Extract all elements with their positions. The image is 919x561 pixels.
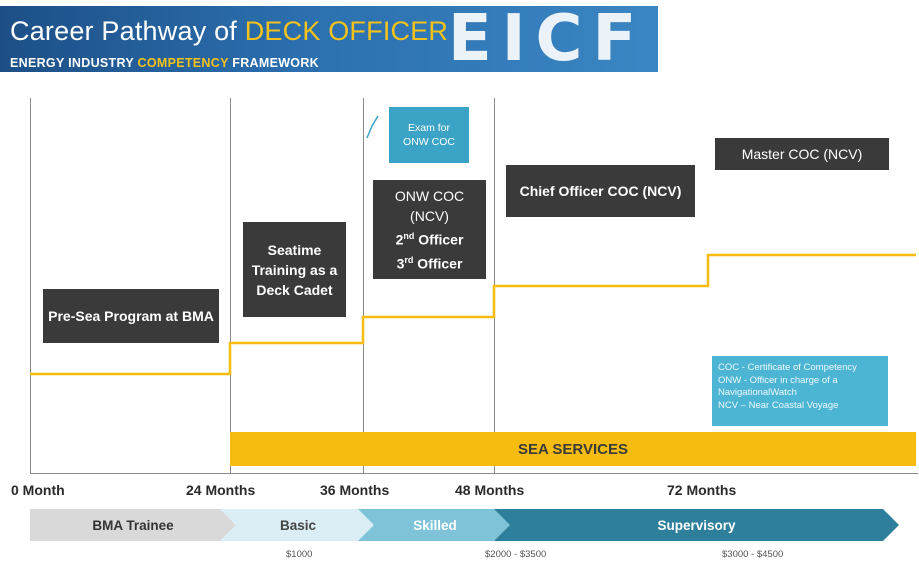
salary-basic: $1000 <box>286 549 313 560</box>
exam-label: Exam for ONW COC <box>403 122 455 148</box>
salary-skilled: $2000 - $3500 <box>485 549 547 560</box>
salary-supervisory: $3000 - $4500 <box>722 549 784 560</box>
pathway-step-polyline <box>30 253 916 376</box>
legend-onw: ONW - Officer in charge of a <box>718 374 838 386</box>
level-bma-trainee: BMA Trainee <box>30 509 236 541</box>
title-prefix: Career Pathway of <box>10 16 245 46</box>
month-label-48: 48 Months <box>455 482 525 498</box>
timeline-divider-0 <box>30 98 31 474</box>
level-basic-label: Basic <box>279 517 317 533</box>
level-supervisory: Supervisory <box>494 509 899 541</box>
page-subtitle: ENERGY INDUSTRY COMPETENCY FRAMEWORK <box>10 56 319 70</box>
sea-services-bar: SEA SERVICES <box>230 432 916 466</box>
month-label-72: 72 Months <box>667 482 737 498</box>
subtitle-suffix: FRAMEWORK <box>228 56 319 70</box>
onw-line-2: (NCV) <box>410 207 449 224</box>
sea-services-label: SEA SERVICES <box>517 440 629 458</box>
timeline-divider-36 <box>363 98 364 474</box>
month-label-24: 24 Months <box>186 482 256 498</box>
month-label-36: 36 Months <box>320 482 390 498</box>
level-skilled: Skilled <box>358 509 512 541</box>
month-label-0: 0 Month <box>11 482 65 498</box>
legend-ncv: NCV – Near Coastal Voyage <box>718 399 839 411</box>
legend-onw-cont: NavigationalWatch <box>718 387 797 398</box>
level-supervisory-label: Supervisory <box>657 517 736 533</box>
onw-line-1: ONW COC <box>394 187 465 204</box>
exam-connector <box>366 115 379 139</box>
legend-coc: COC - Certificate of Competency <box>718 362 857 373</box>
page-title: Career Pathway of DECK OFFICER <box>10 16 448 47</box>
stage-pre-sea: Pre-Sea Program at BMA <box>43 289 219 343</box>
level-basic: Basic <box>220 509 376 541</box>
header-banner: Career Pathway of DECK OFFICER ENERGY IN… <box>0 6 658 72</box>
timeline-divider-24 <box>230 98 231 474</box>
stage-seatime-cadet: Seatime Training as a Deck Cadet <box>243 222 346 317</box>
subtitle-accent: COMPETENCY <box>137 56 229 70</box>
subtitle-prefix: ENERGY INDUSTRY <box>10 56 138 70</box>
level-bma-trainee-label: BMA Trainee <box>92 517 174 533</box>
stage-seatime-label: Seatime Training as a Deck Cadet <box>251 241 338 298</box>
stage-chief-label: Chief Officer COC (NCV) <box>519 183 682 199</box>
stage-master: Master COC (NCV) <box>715 138 889 170</box>
timeline-baseline <box>30 473 918 474</box>
onw-line-4: 3rd Officer <box>396 254 463 272</box>
onw-line-3: 2nd Officer <box>395 230 464 248</box>
level-skilled-label: Skilled <box>413 517 457 533</box>
title-accent: DECK OFFICER <box>244 16 449 46</box>
eicf-logo: EICF <box>448 6 647 72</box>
stage-exam-onw: Exam for ONW COC <box>389 107 469 163</box>
stage-onw-coc: ONW COC (NCV) 2nd Officer 3rd Officer <box>373 180 486 279</box>
stage-pre-sea-label: Pre-Sea Program at BMA <box>48 308 214 324</box>
stage-chief-officer: Chief Officer COC (NCV) <box>506 165 695 217</box>
abbreviation-legend: COC - Certificate of Competency ONW - Of… <box>712 356 888 426</box>
stage-master-label: Master COC (NCV) <box>741 146 863 162</box>
